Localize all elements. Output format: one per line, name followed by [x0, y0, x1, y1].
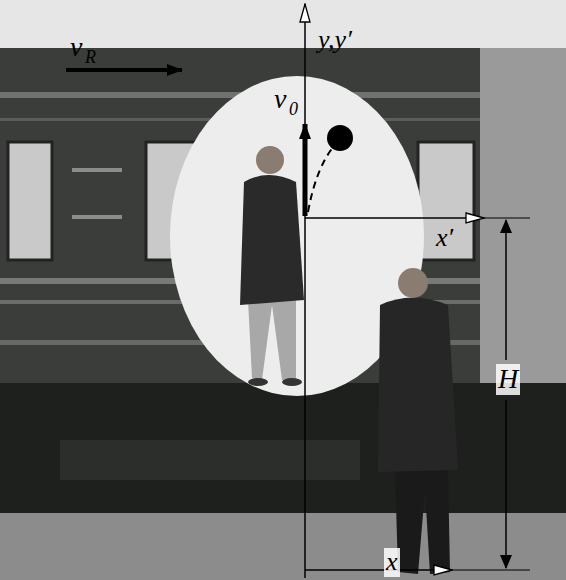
train-window [8, 142, 52, 260]
train-detail [72, 215, 122, 219]
y-axis [304, 4, 306, 578]
dimension-extension [484, 217, 530, 218]
dimension-label: H [496, 364, 520, 395]
dimension-extension [452, 569, 530, 570]
dimension-line [505, 400, 507, 568]
ball [327, 125, 353, 151]
velocity-symbol: v [274, 84, 286, 115]
axis-label: x′ [436, 224, 453, 253]
ball-velocity-arrow [303, 124, 308, 216]
train-detail [72, 168, 122, 172]
train-window [418, 142, 474, 260]
man-on-platform [378, 268, 458, 574]
trajectory [308, 146, 334, 212]
velocity-subscript: R [85, 48, 96, 68]
axis-label: x [384, 548, 400, 577]
x-prime-axis [305, 217, 484, 219]
man-on-train [240, 146, 304, 386]
velocity-subscript: 0 [289, 100, 298, 120]
axis-label: y,y′ [318, 26, 352, 55]
dimension-line [505, 220, 507, 360]
train-velocity-arrow [66, 68, 182, 72]
velocity-symbol: v [70, 32, 82, 63]
platform [0, 513, 566, 580]
roof-strip [0, 0, 566, 48]
undercarriage [0, 383, 566, 513]
x-axis [305, 569, 452, 571]
undercarriage-detail [60, 440, 360, 480]
background-right [480, 48, 566, 383]
